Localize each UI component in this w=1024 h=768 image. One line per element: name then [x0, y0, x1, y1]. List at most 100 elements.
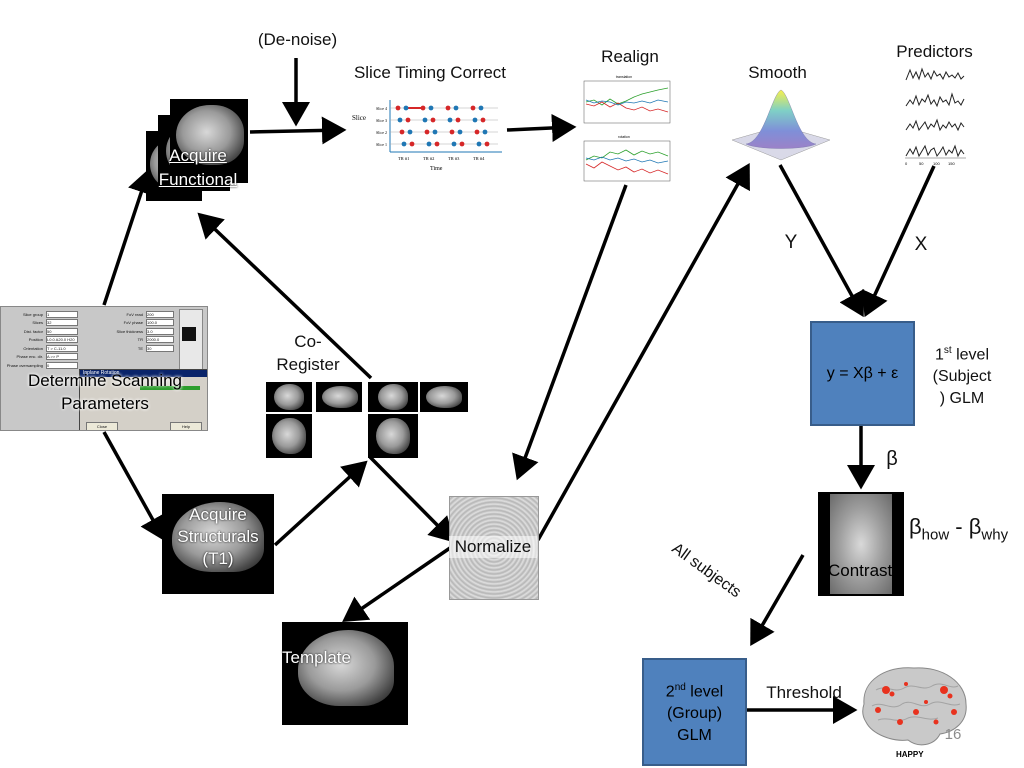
scan-param-value: 1 [46, 310, 78, 318]
slice-acquisition-dot [395, 105, 401, 111]
slice-timing-chart: Slice Slice 4 Slice 3 Slice 2 Slice 1 TR… [352, 100, 502, 172]
second-level-line2: (Group) [666, 705, 723, 723]
arrow-coreg-to-normalize [368, 455, 455, 543]
contrast-formula: βhow - βwhy [909, 514, 1008, 543]
beta-how-sub: how [921, 526, 950, 544]
coregister-images [264, 376, 472, 458]
slice-chart-ylabel: Slice [352, 114, 366, 122]
contrast-label: Contrast [828, 561, 893, 580]
arrow-params-to-func [102, 168, 155, 306]
slice-acquisition-dot [420, 105, 426, 111]
scan-param-value: 3.0 [146, 327, 174, 335]
beta-how: β [909, 514, 922, 539]
scan-param-row: Phase enc. dir.A >> P [5, 353, 78, 362]
scan-param-label: Slice thickness [116, 328, 143, 334]
arrow-contrast-to-glm2 [750, 554, 805, 647]
slice-acquisition-dot [476, 141, 482, 147]
determine-params-label: Determine Scanning Parameters [27, 371, 183, 413]
arrow-normalize-to-smooth [536, 162, 750, 541]
acquire-functional-label: Acquire Functional [158, 146, 238, 189]
scan-param-label: Dist. factor [23, 328, 43, 334]
slice-acquisition-dot [470, 105, 476, 111]
arrow-normalize-to-template [342, 546, 451, 622]
scan-param-label: TR [137, 337, 143, 343]
slice-acquisition-dot [397, 117, 403, 123]
scan-param-value: L0.0 A20.0 H20 [46, 336, 78, 344]
scan-param-value: A >> P [46, 353, 78, 361]
scan-param-label: Phase oversampling [6, 362, 43, 368]
arrow-func-to-slicetiming [249, 116, 347, 145]
slice-acquisition-dot [401, 141, 407, 147]
first-level-caption: 1st level (Subject ) GLM [922, 340, 1002, 410]
scan-param-value: 0 [46, 361, 78, 369]
scan-param-value: 200 [146, 310, 174, 318]
slice-acquisition-dot [453, 105, 459, 111]
slice-tick: Slice 4 [376, 106, 387, 111]
second-level-line3: GLM [677, 727, 712, 745]
template-image [282, 622, 408, 725]
scan-param-label: FoV phase [123, 320, 143, 326]
slice-acquisition-dot [457, 129, 463, 135]
slice-acquisition-dot [459, 141, 465, 147]
template-label: Template [282, 648, 351, 667]
slice-tick: Slice 3 [376, 118, 387, 123]
first-level-rest: level [951, 346, 990, 364]
inplane-dialog-title: Inplane Rotation [80, 370, 207, 377]
tr-tick: TR #2 [423, 156, 434, 161]
arrow-coreg-to-func [197, 212, 373, 380]
arrow-slicetiming-to-realign [506, 113, 577, 142]
scan-param-value: T > C-11.0 [46, 344, 78, 352]
tr-tick: TR #3 [448, 156, 460, 161]
happy-brain-render: HAPPY [862, 667, 967, 759]
svg-text:50: 50 [919, 161, 924, 166]
first-level-line2: (Subject [932, 368, 992, 386]
inplane-dialog: Inplane Rotation Close Help [79, 369, 207, 430]
scan-param-label: Orientation [23, 345, 43, 351]
beta-label: β [886, 448, 898, 470]
slice-acquisition-dot [399, 129, 405, 135]
slice-acquisition-dot [430, 117, 436, 123]
tr-tick: TR #1 [398, 156, 409, 161]
slice-acquisition-dot [484, 141, 490, 147]
normalize-label: Normalize [449, 536, 537, 558]
slice-dots [395, 105, 490, 147]
realign-title-1: translation [616, 75, 632, 79]
scan-param-label: FoV read [126, 311, 143, 317]
slice-acquisition-dot [447, 117, 453, 123]
happy-label: HAPPY [896, 750, 924, 759]
arrow-struct-to-coreg [273, 460, 368, 547]
scan-param-value: 2000.0 [146, 336, 174, 344]
beta-why: β [968, 514, 982, 539]
realign-label: Realign [601, 47, 659, 66]
x-label: X [914, 234, 928, 255]
gaussian-kernel [731, 89, 831, 161]
slice-acquisition-dot [432, 129, 438, 135]
tr-tick: TR #4 [473, 156, 485, 161]
help-button: Help [170, 422, 202, 430]
scan-param-value: 50 [46, 327, 78, 335]
slice-acquisition-dot [405, 117, 411, 123]
smooth-label: Smooth [748, 63, 807, 82]
slice-acquisition-dot [445, 105, 451, 111]
slice-chart-xlabel: Time [430, 166, 443, 172]
slice-acquisition-dot [422, 117, 428, 123]
slice-acquisition-dot [424, 129, 430, 135]
svg-text:150: 150 [948, 161, 955, 166]
scan-param-value: 32 [46, 319, 78, 327]
slice-acquisition-dot [455, 117, 461, 123]
arrow-predictors-to-glm1 [862, 165, 936, 318]
glm-second-level-box: 2nd level (Group) GLM [642, 658, 747, 766]
